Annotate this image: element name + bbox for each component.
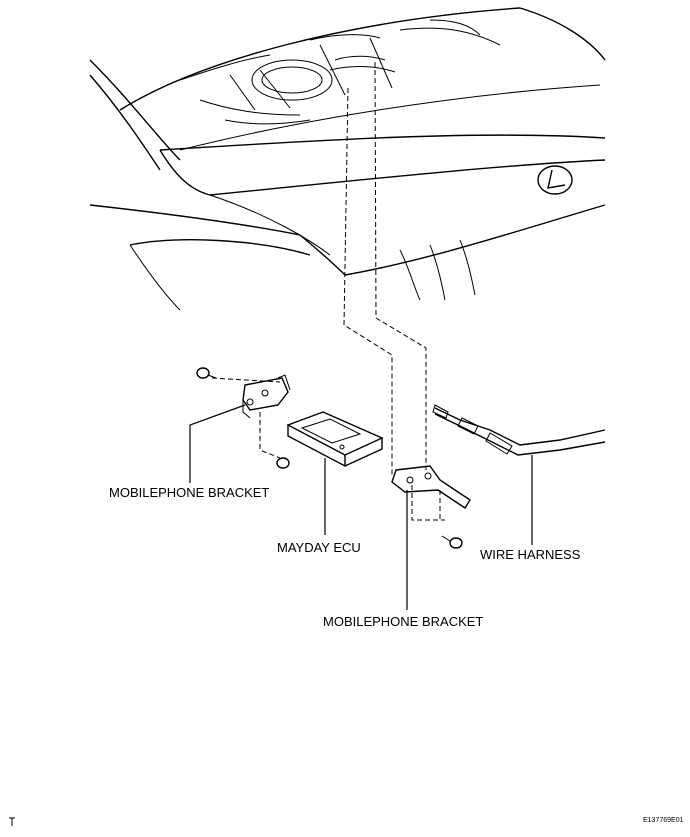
label-wire-harness: WIRE HARNESS — [480, 547, 581, 562]
label-mayday-ecu: MAYDAY ECU — [277, 540, 361, 555]
wire-harness — [432, 404, 606, 456]
leader-lines — [189, 404, 533, 610]
mobilephone-bracket-left — [242, 374, 291, 419]
bolt-icon — [441, 535, 463, 549]
emblem-icon — [537, 165, 573, 195]
bolt-icon — [196, 367, 217, 379]
vehicle-rear-body — [89, 7, 606, 311]
figure-code: E137769E01 — [643, 817, 684, 824]
mayday-ecu-unit — [286, 411, 384, 468]
label-mobilephone-bracket-bottom: MOBILEPHONE BRACKET — [323, 614, 484, 629]
location-dashed-lines — [211, 61, 445, 521]
nut-icon — [276, 457, 290, 469]
label-mobilephone-bracket-left: MOBILEPHONE BRACKET — [109, 485, 270, 500]
mobilephone-bracket-bottom — [391, 465, 471, 509]
corner-mark — [9, 817, 15, 826]
